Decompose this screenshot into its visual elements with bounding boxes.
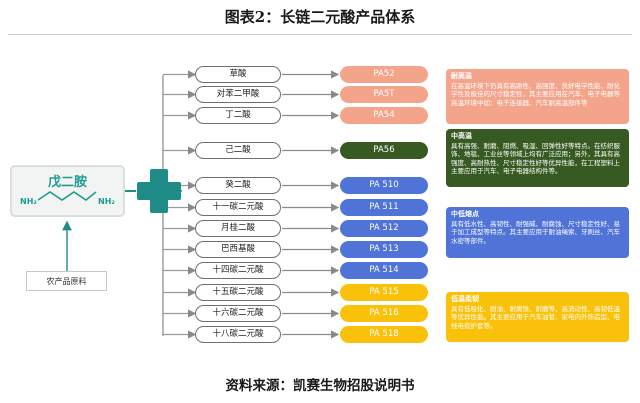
nh2-left-label: NH₂	[20, 197, 37, 206]
description-high-temp: 耐高温 在高温环境下仍具有高刚性、高强度、良好电学性能、耐化学性及极佳的尺寸稳定…	[446, 69, 629, 124]
source-caption: 资料来源：凯赛生物招股说明书	[225, 378, 415, 394]
figure-title: 图表2：长链二元酸产品体系	[224, 8, 416, 26]
polyamide-box: PA 518	[340, 326, 428, 343]
polyamide-box: PA 511	[340, 199, 428, 216]
description-mid-high-temp: 中高温 具有高强、耐磨、阻燃、吸湿、回弹性好等特点。在纺织服饰、地毯、工业丝等领…	[446, 129, 629, 187]
acid-box: 十四碳二元酸	[195, 262, 281, 279]
polyamide-box: PA5T	[340, 86, 428, 103]
description-mid-low-melting: 中低熔点 具有低水性、高韧性、耐强碱、耐腐蚀、尺寸稳定性好、易于加工成型等特点。…	[446, 207, 629, 258]
acid-box: 草酸	[195, 66, 281, 83]
polyamide-box: PA 510	[340, 177, 428, 194]
acid-box: 十五碳二元酸	[195, 284, 281, 301]
polyamide-box: PA 515	[340, 284, 428, 301]
description-heading: 中低熔点	[451, 210, 479, 218]
description-heading: 耐高温	[451, 72, 472, 80]
acid-box: 月桂二酸	[195, 220, 281, 237]
acid-box: 十八碳二元酸	[195, 326, 281, 343]
acid-box: 对苯二甲酸	[195, 86, 281, 103]
description-heading: 低温柔韧	[451, 295, 479, 303]
description-body: 具有低吸化、耐油、耐腐蚀、耐磨等、高流动性、高韧低温等优异性能。其主要应用于汽车…	[451, 304, 620, 330]
polyamide-box: PA52	[340, 66, 428, 83]
acid-box: 十一碳二元酸	[195, 199, 281, 216]
carbon-chain	[37, 191, 97, 201]
acid-box: 己二酸	[195, 142, 281, 159]
polyamide-box: PA 516	[340, 305, 428, 322]
description-low-temp-flexible: 低温柔韧 具有低吸化、耐油、耐腐蚀、耐磨等、高流动性、高韧低温等优异性能。其主要…	[446, 292, 629, 342]
nh2-right-label: NH₂	[98, 197, 115, 206]
plus-icon	[137, 169, 181, 213]
raw-material-box: 农产品原料	[26, 271, 107, 291]
polyamide-box: PA 512	[340, 220, 428, 237]
acid-box: 巴西基酸	[195, 241, 281, 258]
acid-box: 癸二酸	[195, 177, 281, 194]
acid-box: 十六碳二元酸	[195, 305, 281, 322]
description-heading: 中高温	[451, 132, 472, 140]
compound-name: 戊二胺	[47, 175, 87, 190]
polyamide-box: PA54	[340, 107, 428, 124]
polyamide-box: PA56	[340, 142, 428, 159]
title-divider	[8, 34, 632, 35]
description-body: 具有低水性、高韧性、耐强碱、耐腐蚀、尺寸稳定性好、易于加工成型等特点。其主要应用…	[451, 219, 620, 245]
compound-box: 戊二胺 NH₂ NH₂	[10, 165, 125, 217]
zigzag-structure: NH₂ NH₂	[20, 191, 115, 206]
polyamide-box: PA 513	[340, 241, 428, 258]
polyamide-box: PA 514	[340, 262, 428, 279]
description-body: 具有高强、耐磨、阻燃、吸湿、回弹性好等特点。在纺织服饰、地毯、工业丝等领域上均有…	[451, 141, 620, 176]
description-body: 在高温环境下仍具有高刚性、高强度、良好电学性能、耐化学性及极佳的尺寸稳定性，其主…	[451, 81, 620, 107]
acid-box: 丁二酸	[195, 107, 281, 124]
